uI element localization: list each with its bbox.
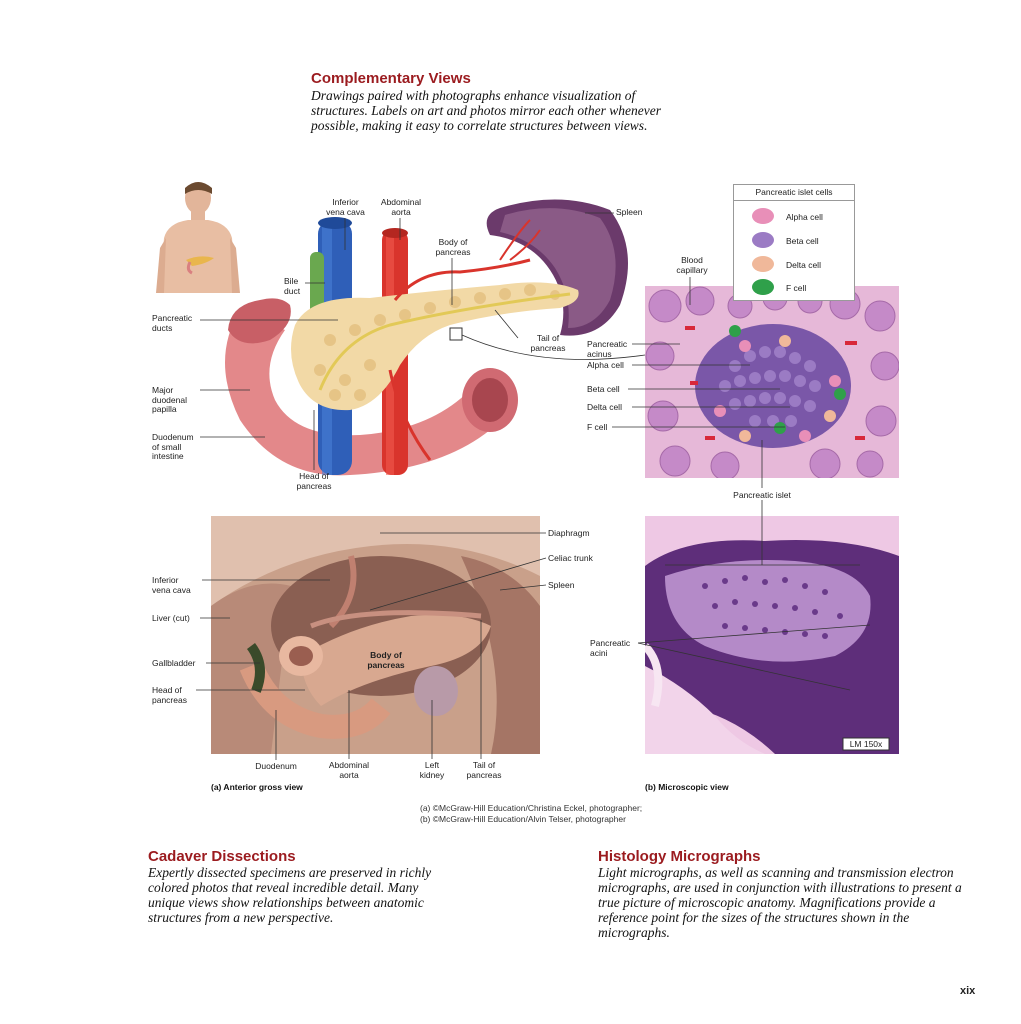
label-liver-cut: Liver (cut)	[152, 613, 190, 623]
pancreas-illustration	[225, 199, 628, 476]
caption-anterior-gross-view: (a) Anterior gross view	[211, 782, 303, 792]
label-left-kidney: Left kidney	[419, 760, 445, 780]
magnification-label: LM 150x	[849, 739, 883, 749]
label-body-of-pancreas-photo: Body of pancreas	[367, 650, 405, 670]
islet-cells-legend: Pancreatic islet cells Alpha cell Beta c…	[733, 184, 855, 301]
islet-illustration	[645, 286, 899, 478]
legend-title: Pancreatic islet cells	[734, 187, 854, 201]
f-cell-swatch	[752, 279, 774, 295]
caption-microscopic-view: (b) Microscopic view	[645, 782, 729, 792]
label-head-of-pancreas-drawing: Head of pancreas	[296, 471, 332, 491]
label-body-of-pancreas: Body of pancreas	[435, 237, 471, 257]
label-tail-of-pancreas-photo: Tail of pancreas	[466, 760, 502, 780]
label-alpha-cell: Alpha cell	[587, 360, 624, 370]
label-pancreatic-acini: Pancreatic acini	[590, 638, 631, 658]
human-figure-thumbnail	[156, 182, 240, 293]
cadaver-photo	[211, 516, 540, 754]
legend-item-delta: Delta cell	[786, 260, 821, 270]
label-duodenum-photo: Duodenum	[255, 761, 297, 771]
label-pancreatic-acinus: Pancreatic acinus	[587, 339, 628, 359]
section-description-cadaver-dissections: Expertly dissected specimens are preserv…	[148, 865, 432, 925]
label-delta-cell: Delta cell	[587, 402, 622, 412]
label-diaphragm: Diaphragm	[548, 528, 590, 538]
label-abdominal-aorta-photo: Abdominal aorta	[328, 760, 370, 780]
legend-item-beta: Beta cell	[786, 236, 819, 246]
legend-item-f: F cell	[786, 283, 807, 293]
alpha-cell-swatch	[752, 208, 774, 224]
section-description-complementary-views: Drawings paired with photographs enhance…	[311, 88, 661, 133]
photo-credits: (a) ©McGraw-Hill Education/Christina Eck…	[420, 803, 643, 824]
label-celiac-trunk: Celiac trunk	[548, 553, 593, 563]
label-spleen-photo: Spleen	[548, 580, 575, 590]
label-pancreatic-ducts: Pancreatic ducts	[152, 313, 193, 333]
label-inferior-vena-cava-photo: Inferior vena cava	[152, 575, 191, 595]
label-bile-duct: Bile duct	[284, 276, 301, 296]
label-head-of-pancreas-photo: Head of pancreas	[152, 685, 187, 705]
delta-cell-swatch	[752, 256, 774, 272]
section-description-histology-micrographs: Light micrographs, as well as scanning a…	[598, 865, 962, 940]
label-beta-cell: Beta cell	[587, 384, 620, 394]
legend-item-alpha: Alpha cell	[786, 212, 823, 222]
label-gallbladder: Gallbladder	[152, 658, 196, 668]
page-number: xix	[960, 985, 976, 997]
section-title-histology-micrographs: Histology Micrographs	[598, 848, 761, 865]
label-blood-capillary: Blood capillary	[676, 255, 708, 275]
label-inferior-vena-cava: Inferior vena cava	[326, 197, 365, 217]
label-f-cell: F cell	[587, 422, 608, 432]
label-pancreatic-islet: Pancreatic islet	[733, 490, 791, 500]
section-title-cadaver-dissections: Cadaver Dissections	[148, 848, 296, 865]
label-abdominal-aorta: Abdominal aorta	[380, 197, 422, 217]
section-title-complementary-views: Complementary Views	[311, 70, 471, 87]
label-major-duodenal-papilla: Major duodenal papilla	[152, 385, 187, 414]
histology-micrograph	[645, 516, 899, 754]
label-tail-of-pancreas-drawing: Tail of pancreas	[530, 333, 566, 353]
beta-cell-swatch	[752, 232, 774, 248]
label-duodenum-of-small-intestine: Duodenum of small intestine	[152, 432, 194, 461]
label-spleen-drawing: Spleen	[616, 207, 643, 217]
